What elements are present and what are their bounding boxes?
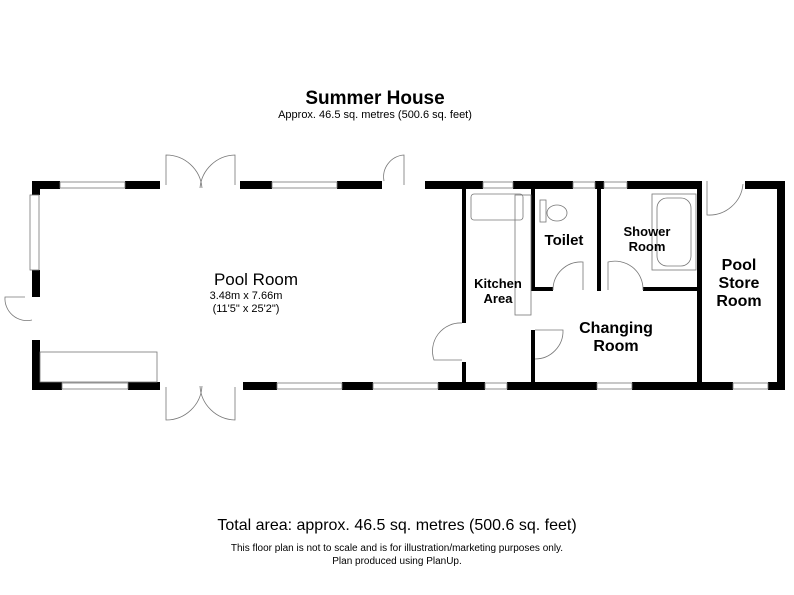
store-label-2: Store <box>719 275 760 292</box>
shower-label-2: Room <box>629 239 666 254</box>
pool-room-metric: 3.48m x 7.66m <box>210 290 283 302</box>
toilet-label: Toilet <box>545 232 584 249</box>
plan-title: Summer House <box>305 88 445 109</box>
room-labels: Pool Room 3.48m x 7.66m (11'5" x 25'2") … <box>210 224 762 355</box>
windows <box>29 181 769 390</box>
disclaimer: This floor plan is not to scale and is f… <box>230 543 564 554</box>
total-area: Total area: approx. 46.5 sq. metres (500… <box>217 517 577 534</box>
store-label-1: Pool <box>722 257 757 274</box>
pool-room-imperial: (11'5" x 25'2") <box>213 303 280 315</box>
credit: Plan produced using PlanUp. <box>332 556 462 567</box>
kitchen-label-2: Area <box>484 291 514 306</box>
changing-label-2: Room <box>593 338 638 355</box>
walls <box>32 181 785 390</box>
plan-subtitle: Approx. 46.5 sq. metres (500.6 sq. feet) <box>278 109 472 121</box>
doors <box>4 154 744 421</box>
changing-label-1: Changing <box>579 320 653 337</box>
pool-room-label: Pool Room <box>214 270 298 289</box>
store-label-3: Room <box>716 293 761 310</box>
shower-label-1: Shower <box>624 224 671 239</box>
kitchen-label-1: Kitchen <box>474 276 522 291</box>
